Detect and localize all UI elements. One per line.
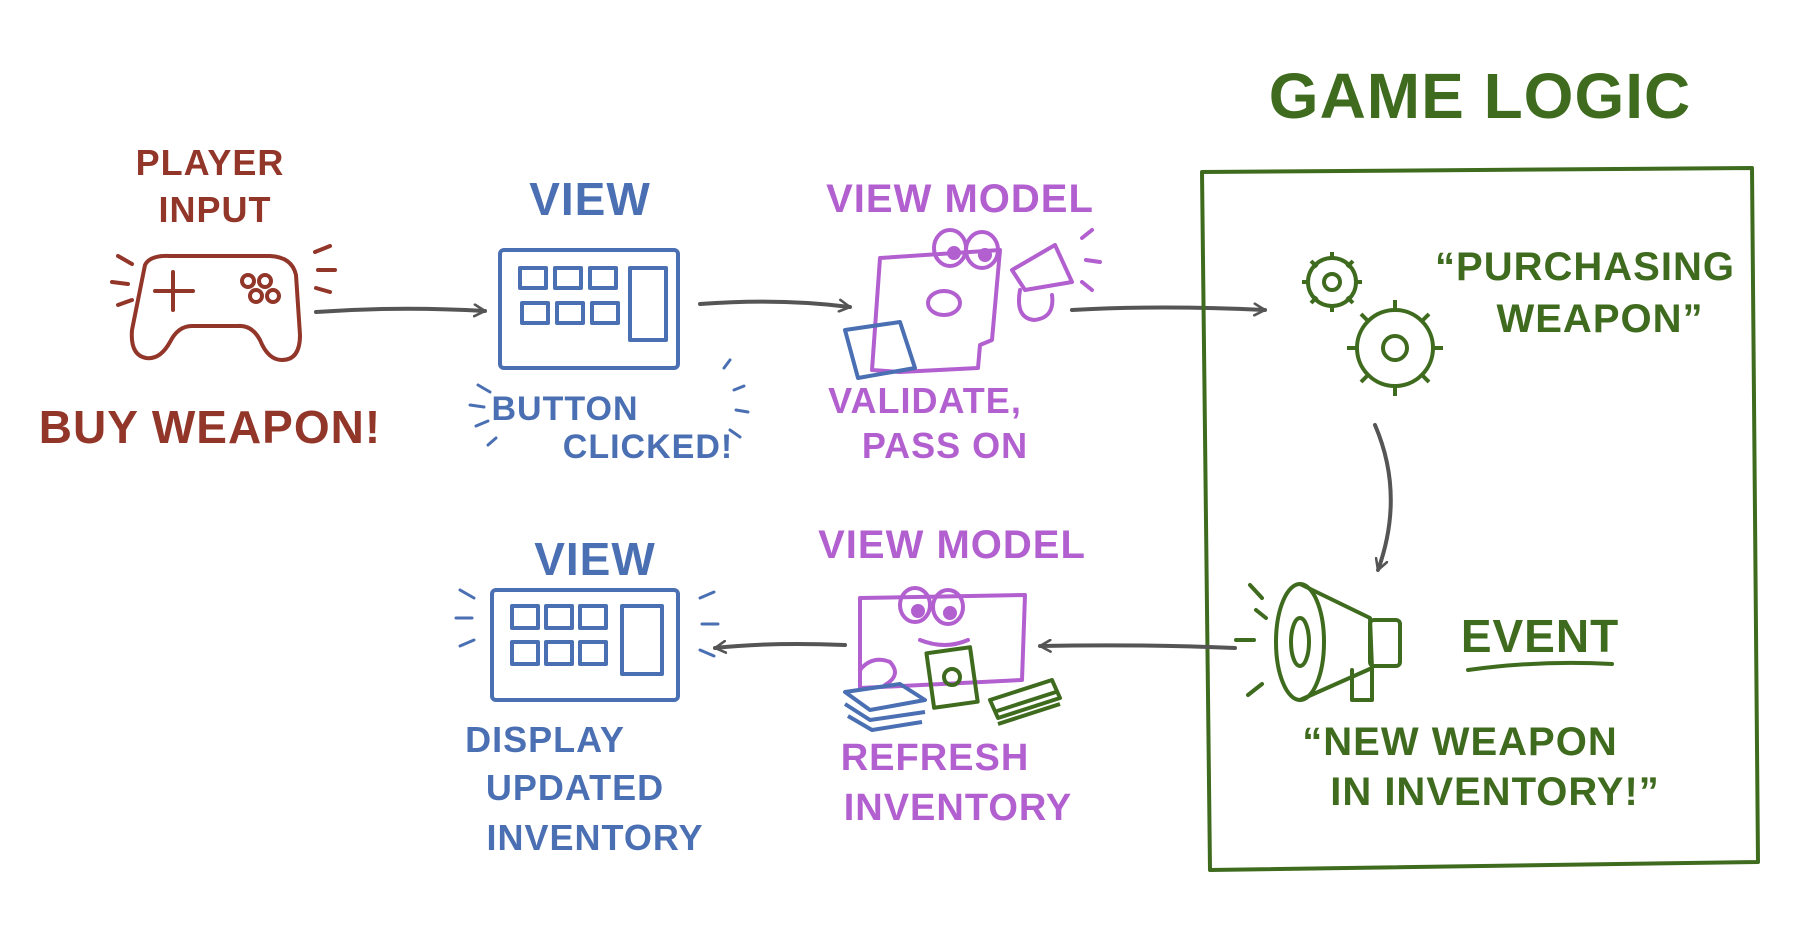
player-title-line2: INPUT bbox=[159, 189, 272, 230]
viewmodel-top-caption-line1: VALIDATE, bbox=[828, 380, 1022, 421]
arrow-gear-to-event bbox=[1373, 423, 1393, 572]
view-bottom-title: VIEW bbox=[534, 533, 656, 585]
view-bottom-caption-line2: UPDATED bbox=[486, 767, 664, 808]
megaphone-icon bbox=[1234, 582, 1402, 702]
view-bottom-caption-line1: DISPLAY bbox=[465, 719, 625, 760]
document-character-icon bbox=[858, 586, 1027, 690]
event-underline bbox=[1466, 660, 1614, 672]
arrow-viewmodel-to-gamelogic bbox=[1070, 308, 1267, 311]
gamepad-icon bbox=[110, 244, 337, 362]
money-icon bbox=[924, 645, 1062, 726]
event-text-line1: “NEW WEAPON bbox=[1302, 720, 1617, 764]
view-bottom-caption-line3: INVENTORY bbox=[486, 817, 703, 858]
document-character-icon bbox=[870, 228, 1102, 374]
arrow-view-to-viewmodel bbox=[698, 302, 852, 307]
purchase-text-line2: WEAPON” bbox=[1497, 297, 1704, 341]
screen-icon bbox=[498, 248, 680, 370]
view-bottom-group: VIEW DISPLAY UPDATED INVENTORY bbox=[454, 533, 720, 858]
viewmodel-top-title: VIEW MODEL bbox=[826, 177, 1094, 221]
sparkle-icon bbox=[454, 588, 720, 658]
paper-held-icon bbox=[843, 320, 917, 380]
player-title-line1: PLAYER bbox=[136, 142, 285, 183]
viewmodel-bottom-caption-line1: REFRESH bbox=[841, 737, 1030, 779]
viewmodel-bottom-title: VIEW MODEL bbox=[818, 523, 1086, 567]
player-input-group: PLAYER INPUT BUY WEAPON! bbox=[39, 142, 381, 453]
view-top-caption-line2: CLICKED! bbox=[563, 428, 733, 466]
screen-icon bbox=[490, 588, 680, 702]
game-logic-box bbox=[1200, 166, 1760, 872]
view-top-title: VIEW bbox=[529, 173, 651, 225]
event-label: EVENT bbox=[1461, 610, 1619, 662]
view-top-group: VIEW BUTTON CLICKED! bbox=[468, 173, 750, 466]
view-top-caption-line1: BUTTON bbox=[491, 390, 638, 428]
stack-icon bbox=[843, 682, 927, 732]
gear-icon bbox=[1302, 252, 1443, 396]
purchase-text-line1: “PURCHASING bbox=[1435, 245, 1735, 289]
arrow-player-to-view bbox=[314, 309, 487, 312]
game-logic-group: GAME LOGIC “PURCHASING WEAPON” EVENT “NE… bbox=[1200, 60, 1760, 872]
viewmodel-top-caption-line2: PASS ON bbox=[862, 425, 1028, 466]
player-caption: BUY WEAPON! bbox=[39, 401, 381, 453]
game-logic-title: GAME LOGIC bbox=[1269, 60, 1691, 132]
viewmodel-top-group: VIEW MODEL VALIDATE, PASS ON bbox=[826, 177, 1102, 466]
viewmodel-bottom-group: VIEW MODEL REFRESH INVENTORY bbox=[818, 523, 1086, 829]
click-burst-icon bbox=[468, 358, 750, 447]
arrow-viewmodel-to-view bbox=[713, 644, 847, 648]
viewmodel-bottom-caption-line2: INVENTORY bbox=[844, 787, 1073, 829]
event-text-line2: IN INVENTORY!” bbox=[1330, 770, 1660, 814]
arrow-gamelogic-to-viewmodel bbox=[1038, 645, 1237, 648]
